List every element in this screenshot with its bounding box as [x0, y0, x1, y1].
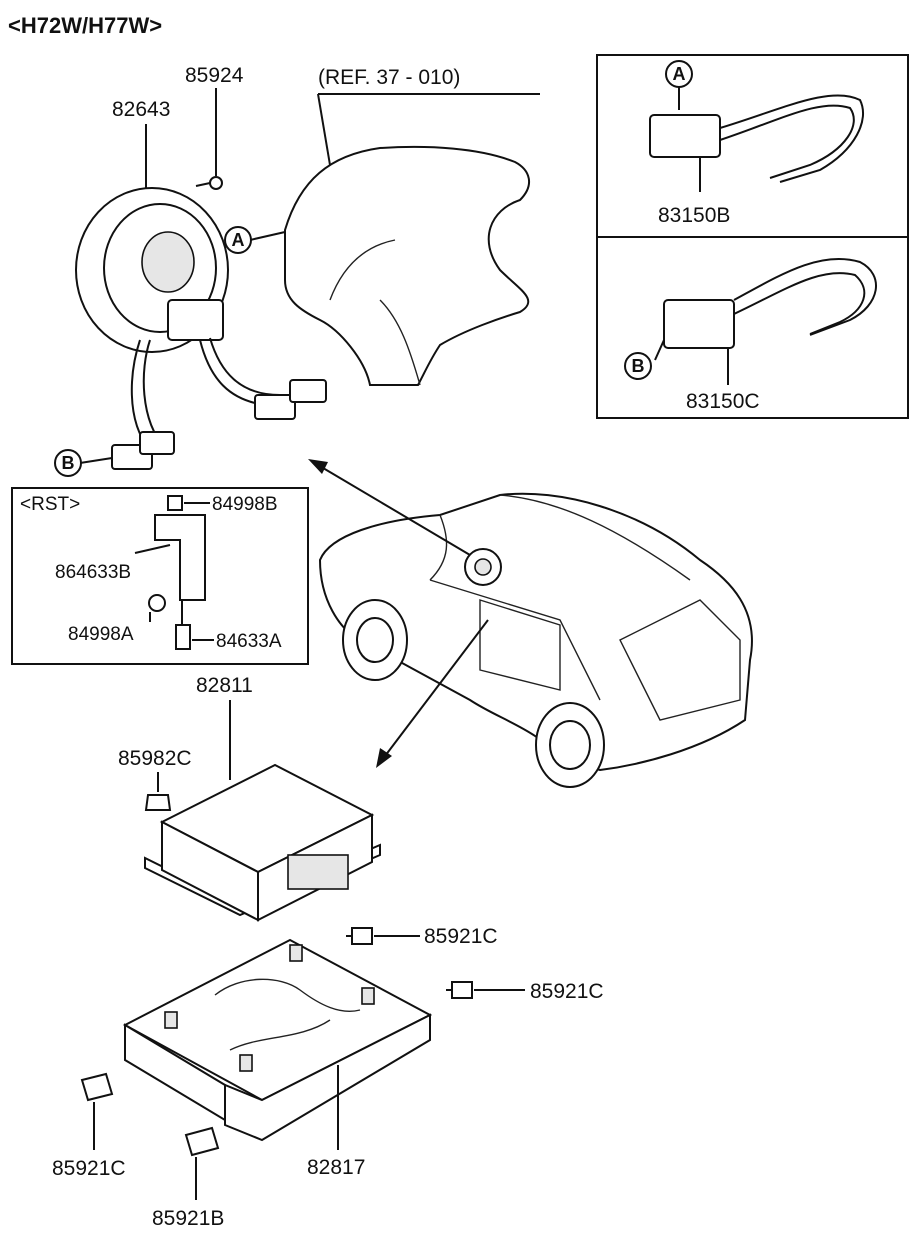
callout-a-label: A — [232, 230, 245, 250]
arrowhead-airbag — [308, 459, 328, 474]
part-label-82811: 82811 — [196, 674, 253, 697]
rst-box-title: <RST> — [20, 494, 80, 515]
detail-b: B 83150C — [624, 257, 877, 413]
detail-b-callout-label: B — [632, 356, 645, 376]
part-label-85921c-3: 85921C — [52, 1157, 126, 1180]
part-label-82817: 82817 — [307, 1156, 365, 1179]
leader-864633b — [134, 544, 171, 554]
callout-a-circle — [224, 226, 252, 254]
bolt-icon-bottom — [184, 1126, 220, 1157]
rst-box — [11, 487, 309, 665]
callout-b-circle — [54, 449, 82, 477]
reference-label: (REF. 37 - 010) — [318, 66, 460, 89]
arrowhead-module — [376, 748, 392, 768]
bolt-icon-left — [80, 1072, 114, 1102]
reference-leader — [317, 93, 331, 166]
arrow-to-module — [381, 619, 489, 761]
diagram-title: <H72W/H77W> — [8, 13, 162, 38]
detail-b-callout-circle — [624, 352, 652, 380]
detail-a: A 83150B — [649, 60, 865, 227]
callout-a-leader — [249, 231, 286, 241]
part-label-84998b: 84998B — [212, 494, 278, 515]
bolt-icon-right-2 — [446, 981, 473, 999]
connector-b — [663, 299, 735, 349]
vehicle — [318, 492, 753, 788]
mounting-bracket — [122, 938, 433, 1142]
airbag-module — [144, 763, 381, 922]
callout-b-leader — [79, 457, 113, 464]
part-label-85921c-1: 85921C — [424, 925, 498, 948]
airbag-cover — [284, 145, 530, 386]
part-label-85921c-2: 85921C — [530, 980, 604, 1003]
part-label-84998a: 84998A — [68, 624, 134, 645]
screw-icon — [195, 176, 223, 190]
clock-spring — [75, 187, 327, 470]
nut-icon — [144, 794, 172, 811]
part-label-864633b: 864633B — [55, 562, 131, 583]
part-label-85921b: 85921B — [152, 1207, 224, 1230]
bolt-icon-right-1 — [346, 927, 373, 945]
callout-b-label: B — [62, 453, 75, 473]
part-label-85924: 85924 — [185, 64, 244, 87]
detail-a-callout-label: A — [673, 64, 686, 84]
connector-a — [649, 114, 721, 158]
part-label-84633a: 84633A — [216, 631, 282, 652]
part-label-82643: 82643 — [112, 98, 170, 121]
arrow-to-airbag — [317, 464, 471, 556]
rst-bracket — [148, 495, 206, 650]
part-label-83150b: 83150B — [658, 204, 730, 227]
part-label-83150c: 83150C — [686, 390, 760, 413]
part-label-85982c: 85982C — [118, 747, 192, 770]
